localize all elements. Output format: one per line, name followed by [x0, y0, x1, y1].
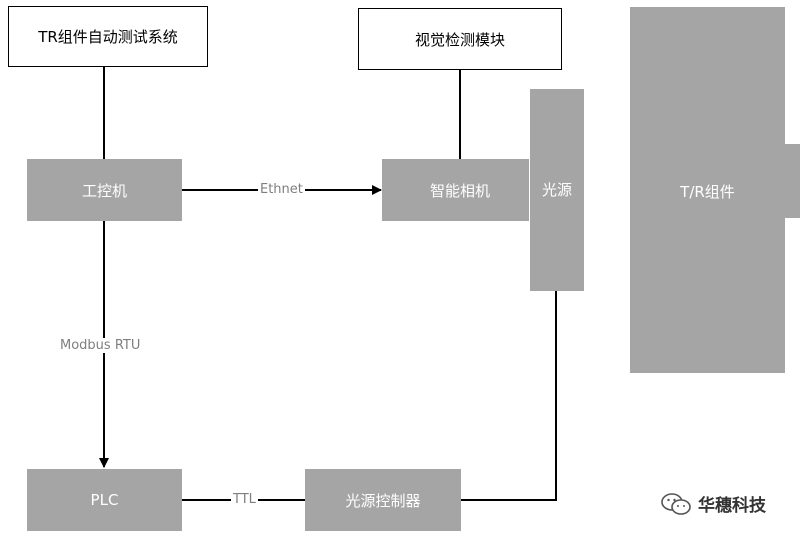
- node-vision-module: 视觉检测模块: [358, 8, 562, 70]
- edge-label-ethernet: Ethnet: [258, 182, 305, 197]
- node-tr-system-label: TR组件自动测试系统: [38, 28, 178, 46]
- watermark-text: 华穗科技: [698, 496, 766, 516]
- node-light-source-label: 光源: [541, 181, 572, 199]
- line-controller-to-light: [461, 291, 557, 501]
- node-light-source: 光源: [529, 89, 584, 291]
- edge-label-modbus: Modbus RTU: [58, 338, 143, 353]
- watermark: 华穗科技: [660, 491, 766, 516]
- wechat-icon: [661, 492, 691, 515]
- node-tr-system: TR组件自动测试系统: [8, 6, 208, 67]
- node-plc-label: PLC: [90, 491, 119, 509]
- node-vision-module-label: 视觉检测模块: [414, 30, 505, 49]
- node-light-controller: 光源控制器: [305, 469, 461, 531]
- node-plc: PLC: [27, 469, 182, 531]
- edge-label-ttl: TTL: [231, 492, 258, 507]
- node-tr-component: T/R组件: [630, 7, 785, 373]
- node-tr-component-tab: [784, 144, 800, 218]
- node-light-controller-label: 光源控制器: [345, 491, 421, 510]
- node-tr-component-label: T/R组件: [680, 183, 735, 201]
- node-smart-camera-label: 智能相机: [429, 181, 490, 200]
- node-ipc: 工控机: [27, 159, 182, 221]
- node-smart-camera: 智能相机: [382, 159, 538, 221]
- node-ipc-label: 工控机: [81, 181, 127, 200]
